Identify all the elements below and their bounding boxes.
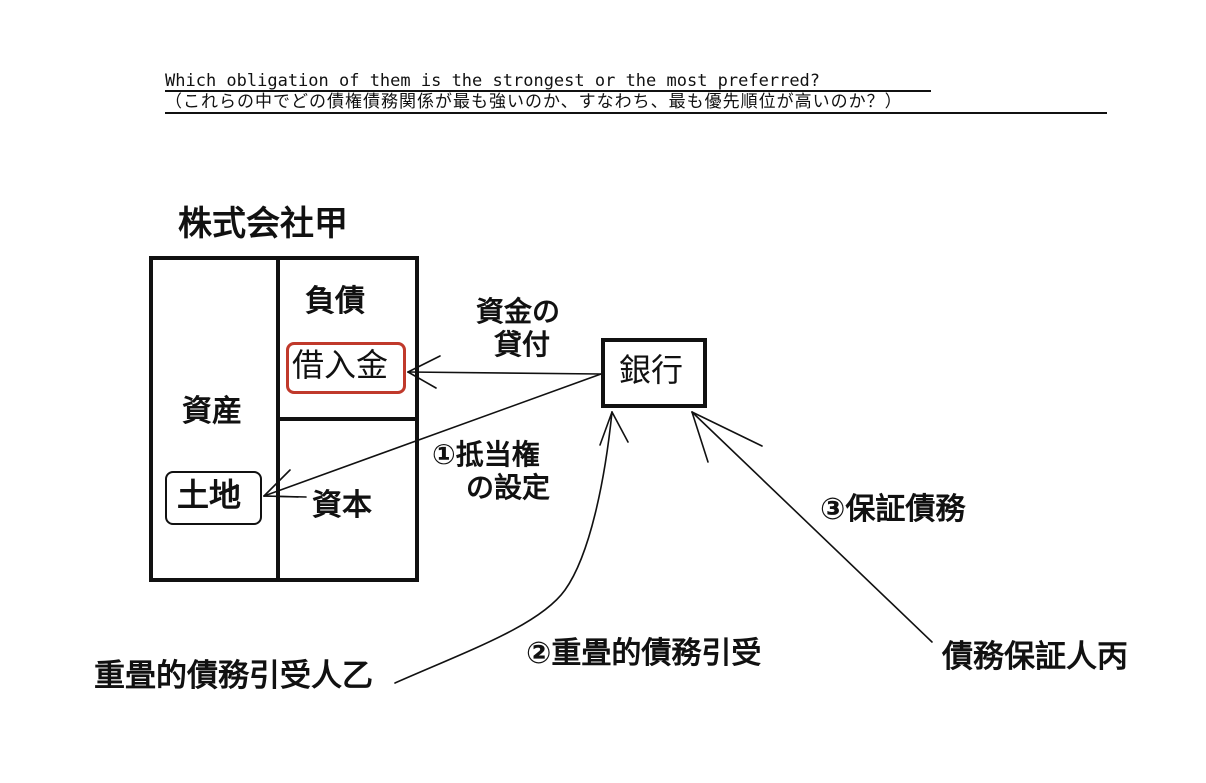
- company-name: 株式会社甲: [178, 204, 348, 244]
- assets-label: 資産: [182, 394, 242, 429]
- assumption-relation-label: ②重畳的債務引受: [526, 636, 762, 671]
- mortgage-relation-line1: ①抵当権: [432, 438, 540, 471]
- loan-label: 借入金: [292, 346, 389, 384]
- question-english-underline: [165, 90, 931, 92]
- guarantee-arrow: [691, 411, 933, 643]
- loan-relation-line2: 貸付: [494, 328, 551, 361]
- loan-arrow: [407, 355, 602, 389]
- guarantee-relation-label: ③保証債務: [820, 492, 966, 527]
- capital-label: 資本: [312, 488, 372, 523]
- mortgage-arrow: [263, 373, 602, 498]
- loan-box: [286, 342, 406, 394]
- question-japanese-underline: [165, 112, 1107, 114]
- assumer-label: 重畳的債務引受人乙: [94, 658, 373, 694]
- liabilities-label: 負債: [305, 284, 365, 319]
- land-label: 土地: [177, 476, 242, 514]
- bank-label: 銀行: [619, 351, 684, 389]
- land-box: [165, 471, 262, 525]
- bank-box: [601, 338, 707, 408]
- assumption-arrow: [394, 411, 629, 684]
- land-capital-link: [263, 495, 307, 498]
- guarantor-label: 債務保証人丙: [942, 639, 1128, 675]
- question-japanese: （これらの中でどの債権債務関係が最も強いのか、すなわち、最も優先順位が高いのか？…: [165, 92, 903, 112]
- question-english: Which obligation of them is the stronges…: [165, 71, 821, 91]
- loan-relation-line1: 資金の: [476, 295, 561, 328]
- mortgage-relation-line2: の設定: [466, 471, 551, 504]
- balance-sheet-divider-horizontal: [276, 417, 419, 421]
